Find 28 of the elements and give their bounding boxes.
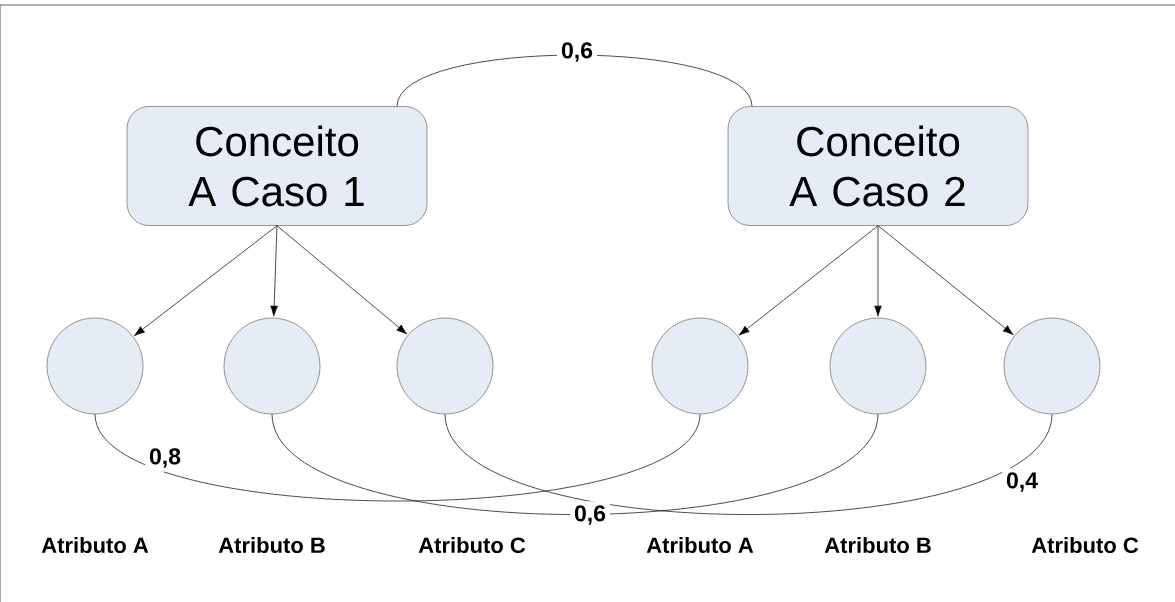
connector bbox=[271, 413, 879, 515]
connector bbox=[270, 225, 278, 317]
edge-label: 0,6 bbox=[557, 38, 597, 66]
attribute-circle bbox=[651, 317, 749, 415]
edge-label: 0,4 bbox=[1002, 468, 1042, 496]
connector bbox=[738, 225, 879, 336]
connector bbox=[94, 413, 701, 502]
attribute-label: Atributo C bbox=[418, 536, 526, 554]
connector bbox=[877, 225, 1014, 336]
attribute-circle bbox=[46, 317, 144, 415]
connector bbox=[276, 225, 408, 335]
attribute-circle bbox=[829, 317, 927, 415]
connector bbox=[396, 54, 753, 107]
connector bbox=[444, 413, 1053, 515]
attribute-label: Atributo A bbox=[41, 536, 149, 554]
attribute-circle bbox=[1003, 317, 1101, 415]
connector bbox=[134, 225, 278, 336]
attribute-circle bbox=[223, 317, 321, 415]
edge-label: 0,8 bbox=[145, 444, 185, 472]
attribute-label: Atributo B bbox=[824, 536, 931, 554]
edge-label: 0,6 bbox=[570, 501, 610, 529]
attribute-label: Atributo A bbox=[646, 536, 754, 554]
concept-box: Conceito A Caso 2 bbox=[727, 106, 1029, 226]
connector bbox=[874, 225, 882, 317]
attribute-label: Atributo C bbox=[1031, 536, 1139, 554]
attribute-circle bbox=[396, 317, 494, 415]
attribute-label: Atributo B bbox=[218, 536, 325, 554]
concept-box: Conceito A Caso 1 bbox=[126, 106, 428, 226]
